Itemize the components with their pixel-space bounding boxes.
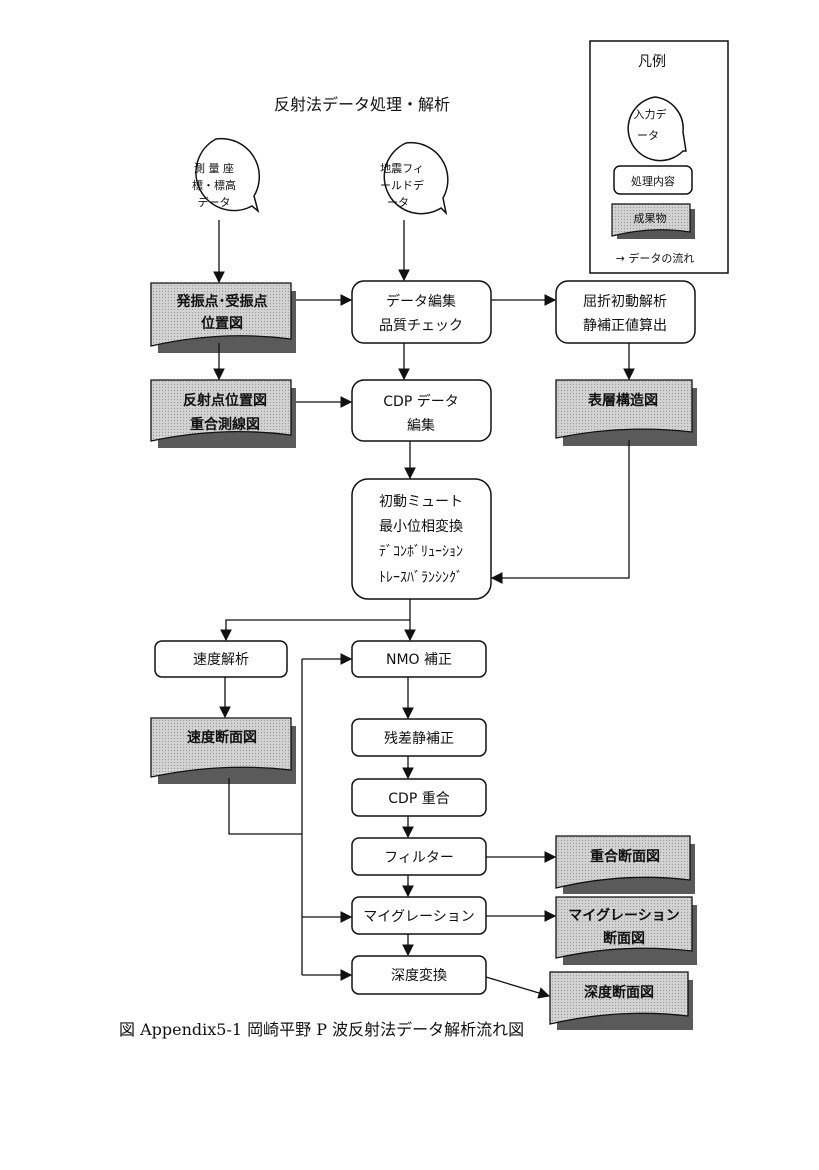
arrow-preproc-to-velocity: [220, 619, 410, 642]
product-velocity-section-label: 速度断面図: [187, 729, 257, 746]
process-preproc-line-3: ﾃﾞｺﾝﾎﾞﾘｭｰｼｮﾝ: [379, 544, 463, 560]
product-stack-section: 重合断面図: [555, 835, 695, 894]
product-reflection-map: 反射点位置図 重合測線図: [150, 379, 296, 448]
legend-product-shape: [611, 203, 691, 237]
arrow-depth-to-section: [485, 976, 551, 999]
product-velocity-section: 速度断面図: [150, 717, 296, 784]
legend-input-label-1: 入力デ: [634, 107, 667, 121]
process-refraction-line-2: 静補正値算出: [583, 318, 667, 334]
process-preproc-box: [351, 478, 492, 600]
legend-input-shape: [627, 96, 687, 162]
product-depth-section-shape: [549, 971, 689, 1025]
figure-caption: 図 Appendix5-1 岡崎平野 P 波反射法データ解析流れ図: [119, 1020, 524, 1039]
line-velocity-section-out: [228, 778, 302, 835]
process-edit-box: [351, 280, 492, 344]
input-field-line-2: ールドデ: [380, 178, 424, 192]
process-residual-label: 残差静補正: [384, 731, 454, 747]
input-survey-line-2: 標・標高: [192, 178, 236, 192]
process-cdp-edit-line-2: 編集: [407, 417, 435, 434]
connectors: [213, 220, 635, 999]
process-refraction-line-1: 屈折初動解析: [583, 293, 667, 310]
process-stack-label: CDP 重合: [388, 791, 449, 807]
product-migration-section: マイグレーション 断面図: [555, 896, 697, 965]
process-nmo-label: NMO 補正: [386, 652, 452, 668]
legend-process-label: 処理内容: [631, 174, 675, 188]
legend-product-label: 成果物: [634, 211, 667, 225]
product-surface-map: 表層構造図: [555, 379, 697, 446]
process-refraction-box: [555, 280, 696, 344]
product-shot-map-line-2: 位置図: [201, 315, 243, 332]
process-preproc-line-2: 最小位相変換: [379, 518, 463, 535]
product-depth-section: 深度断面図: [549, 971, 693, 1030]
process-edit-line-1: データ編集: [386, 293, 456, 310]
product-stack-section-label: 重合断面図: [590, 848, 660, 865]
process-cdp-edit-line-1: CDP データ: [383, 393, 458, 410]
process-edit-line-2: 品質チェック: [379, 318, 463, 334]
product-reflection-map-line-1: 反射点位置図: [183, 392, 267, 409]
product-surface-map-shape: [555, 379, 693, 439]
process-stack-box: [351, 778, 487, 817]
process-residual-box: [351, 718, 487, 757]
diagram-title: 反射法データ処理・解析: [274, 95, 450, 114]
process-filter-label: フィルター: [384, 850, 454, 866]
product-shot-map-shape: [150, 282, 292, 347]
product-shot-map: 発振点･受振点 位置図: [150, 282, 296, 353]
arrow-surface-to-preproc: [490, 440, 630, 584]
process-cdp-edit-box: [351, 379, 492, 442]
legend-title: 凡例: [638, 54, 666, 70]
input-field-line-1: 地震フィ: [380, 162, 424, 175]
input-field-line-3: ータ: [387, 196, 409, 209]
product-migration-section-line-1: マイグレーション: [568, 907, 679, 924]
legend-flow-label: → データの流れ: [616, 251, 695, 265]
process-migration-label: マイグレーション: [363, 909, 474, 925]
product-shot-map-line-1: 発振点･受振点: [176, 293, 268, 310]
product-migration-section-line-2: 断面図: [603, 930, 645, 947]
product-reflection-map-line-2: 重合測線図: [190, 416, 260, 433]
process-depth-label: 深度変換: [391, 967, 447, 984]
legend-process-shape: [613, 165, 693, 195]
process-preproc-line-1: 初動ミュート: [379, 493, 463, 510]
legend-input-label-2: ータ: [637, 129, 659, 142]
product-stack-section-shape: [555, 835, 691, 889]
input-field-shape: [383, 141, 449, 216]
product-migration-section-shape: [555, 896, 693, 959]
product-depth-section-label: 深度断面図: [584, 984, 654, 1001]
process-preproc-line-4: ﾄﾚｰｽﾊﾞﾗﾝｼﾝｸﾞ: [379, 570, 463, 586]
input-survey-line-3: データ: [198, 195, 231, 209]
product-reflection-map-shape: [150, 379, 292, 442]
legend-frame: [589, 40, 729, 274]
input-survey-shape: [195, 137, 261, 214]
product-velocity-section-shape: [150, 717, 292, 778]
legend: 凡例 入力デ ータ 処理内容 成果物 → データの流れ: [589, 40, 729, 274]
product-surface-map-label: 表層構造図: [587, 392, 658, 409]
input-survey-line-1: 測 量 座: [194, 161, 234, 175]
process-velocity-label: 速度解析: [193, 652, 249, 668]
